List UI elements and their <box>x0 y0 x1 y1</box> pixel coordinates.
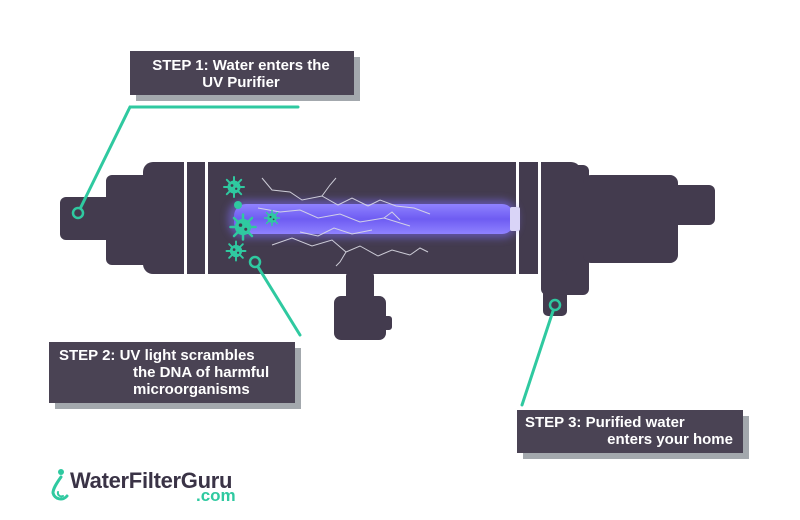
leader-step1 <box>76 105 300 215</box>
outlet-cap <box>541 165 715 316</box>
drain-valve <box>334 272 392 340</box>
step3-line2: enters your home <box>607 431 733 448</box>
step1-line1: STEP 1: Water enters the <box>152 57 330 74</box>
logo-domain-text: .com <box>196 486 236 505</box>
logo-brand-text: WaterFilterGuru <box>70 468 233 493</box>
step3-label: STEP 3: Purified water enters your home <box>517 410 743 453</box>
microbe-icon <box>223 176 281 262</box>
uv-arcs <box>257 177 431 267</box>
leader-dots <box>71 206 562 312</box>
water-drop-icon <box>51 469 69 501</box>
step2-line2: the DNA of harmful <box>133 364 270 381</box>
brand-logo: WaterFilterGuru .com <box>50 466 250 506</box>
step3-line1: STEP 3: Purified water <box>525 414 685 431</box>
step2-label: STEP 2: UV light scrambles the DNA of ha… <box>49 342 295 403</box>
callout-lines <box>76 105 557 407</box>
step1-label: STEP 1: Water enters the UV Purifier <box>130 51 354 95</box>
step2-line3: microorganisms <box>133 381 250 398</box>
inlet-nozzle <box>60 175 152 265</box>
leader-step3 <box>520 303 557 407</box>
leader-step2 <box>253 260 302 337</box>
step2-line1: STEP 2: UV light scrambles <box>59 347 255 364</box>
step1-line2: UV Purifier <box>202 74 280 91</box>
